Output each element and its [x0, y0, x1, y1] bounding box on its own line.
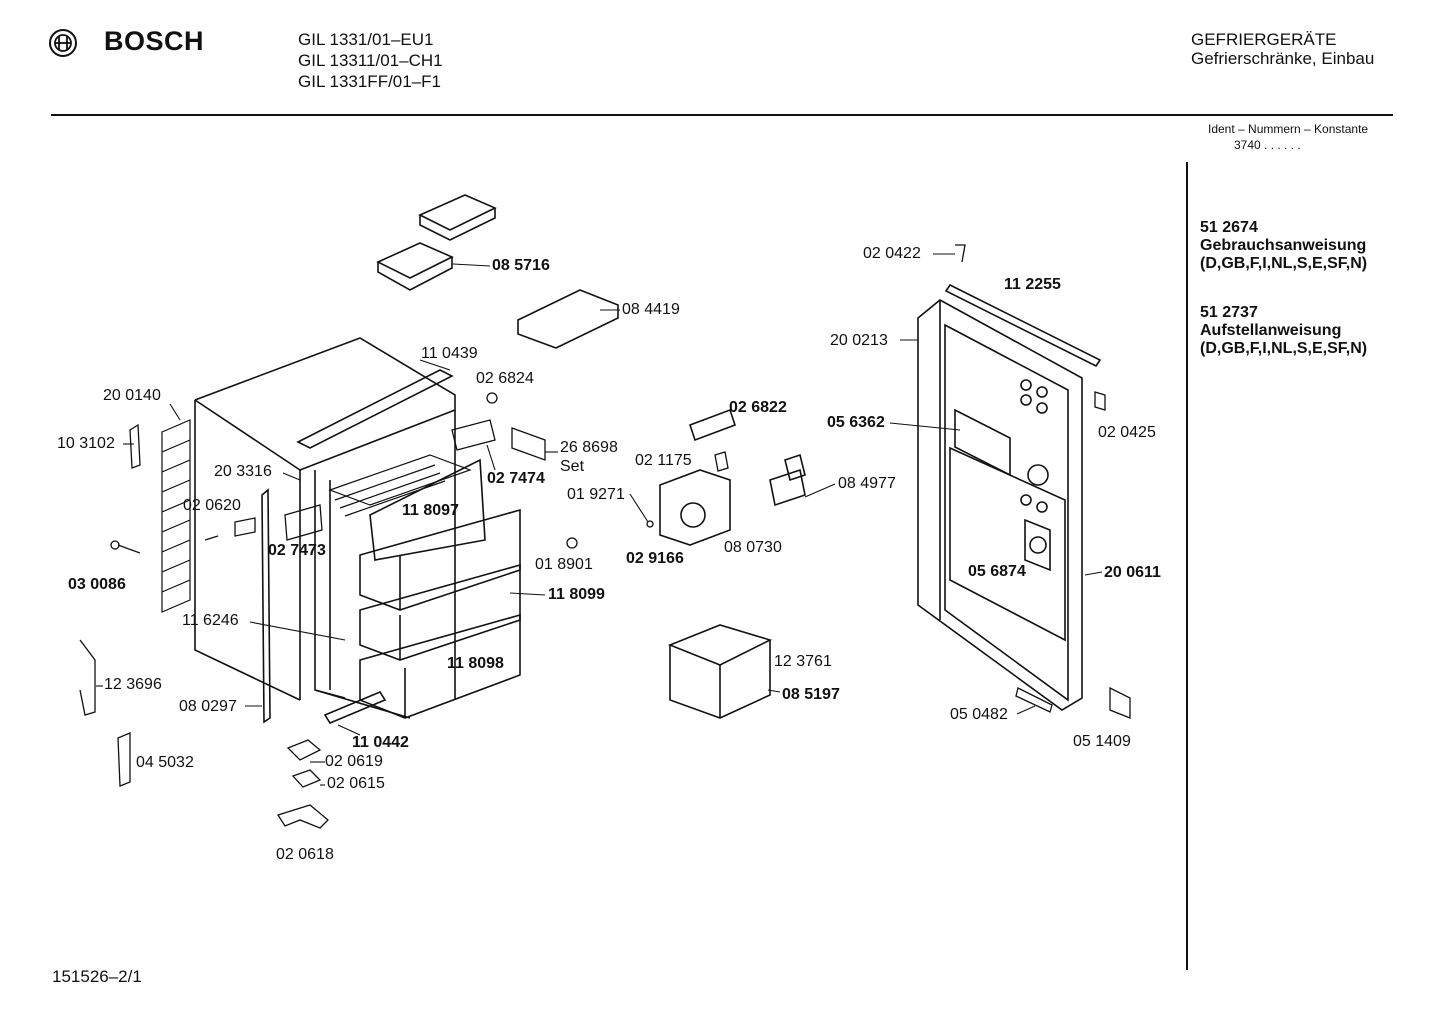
header-divider [51, 114, 1393, 116]
top-strip [296, 369, 454, 449]
leader-lines [96, 253, 1103, 786]
part-label-200611: 20 0611 [1104, 564, 1161, 581]
part-label-029166: 02 9166 [626, 550, 684, 567]
part-label-020422: 02 0422 [863, 245, 921, 262]
lamp [688, 408, 737, 442]
doc-2-languages: (D,GB,F,I,NL,S,E,SF,N) [1200, 340, 1368, 357]
part-label-203316: 20 3316 [214, 463, 272, 480]
sidebar-divider [1186, 162, 1188, 970]
small-hardware [79, 244, 1131, 829]
part-label-084419: 08 4419 [622, 301, 680, 318]
doc-1-number: 51 2674 [1200, 219, 1258, 236]
hinge-strip [944, 283, 1102, 368]
part-label-020615: 02 0615 [327, 775, 385, 792]
condenser-grid [161, 419, 191, 613]
part-label-112255: 11 2255 [1004, 276, 1061, 293]
part-label-027474: 02 7474 [487, 470, 545, 487]
part-label-030086: 03 0086 [68, 576, 126, 593]
part-label-020619: 02 0619 [325, 753, 383, 770]
part-label-123696: 12 3696 [104, 676, 162, 693]
part-label-080297: 08 0297 [179, 698, 237, 715]
part-label-200140: 20 0140 [103, 387, 161, 404]
doc-2-title: Aufstellanweisung [1200, 322, 1342, 339]
doc-1-title: Gebrauchsanweisung [1200, 237, 1367, 254]
part-label-110439: 11 0439 [421, 345, 478, 362]
part-label-123761: 12 3761 [774, 653, 832, 670]
part-label-051409: 05 1409 [1073, 733, 1131, 750]
drawing-number: 151526–2/1 [52, 967, 142, 986]
drawers [359, 458, 521, 719]
part-label-085197: 08 5197 [782, 686, 840, 703]
ident-label: Ident – Nummern – Konstante [1208, 122, 1369, 136]
door-panel [917, 299, 1083, 711]
doc-2-number: 51 2737 [1200, 304, 1258, 321]
part-label-026824: 02 6824 [476, 370, 534, 387]
part-label-268698: 26 8698 [560, 439, 618, 456]
part-label-103102: 10 3102 [57, 435, 115, 452]
part-label-050482: 05 0482 [950, 706, 1008, 723]
model-number-3: GIL 1331FF/01–F1 [298, 72, 442, 91]
part-label-056874: 05 6874 [968, 563, 1026, 580]
part-label-027473: 02 7473 [268, 542, 326, 559]
product-category: GEFRIERGERÄTE [1191, 30, 1337, 49]
part-label-110442: 11 0442 [352, 734, 409, 751]
part-label-056362: 05 6362 [827, 414, 885, 431]
part-label-085716: 08 5716 [492, 257, 550, 274]
part-label-020618: 02 0618 [276, 846, 334, 863]
cover [517, 289, 619, 349]
part-label-200213: 20 0213 [830, 332, 888, 349]
part-label-045032: 04 5032 [136, 754, 194, 771]
part-label-080730: 08 0730 [724, 539, 782, 556]
part-label-118098: 11 8098 [447, 655, 504, 672]
ice-tray [667, 624, 773, 719]
part-label-026822: 02 6822 [729, 399, 787, 416]
part-label-019271: 01 9271 [567, 486, 625, 503]
knob [680, 502, 706, 528]
thermostat [769, 468, 806, 507]
doc-1-languages: (D,GB,F,I,NL,S,E,SF,N) [1200, 255, 1368, 272]
thermostat-box [659, 469, 731, 546]
part-label-018901: 01 8901 [535, 556, 593, 573]
part-label-020620: 02 0620 [183, 497, 241, 514]
product-subcategory: Gefrierschränke, Einbau [1191, 49, 1375, 68]
model-number-2: GIL 13311/01–CH1 [298, 51, 443, 70]
part-label-084977: 08 4977 [838, 475, 896, 492]
part-label-118097: 11 8097 [402, 502, 459, 519]
brand-name: BOSCH [104, 26, 205, 56]
model-number-1: GIL 1331/01–EU1 [298, 30, 434, 49]
ice-packs [376, 194, 497, 291]
part-label-021175: 02 1175 [635, 452, 692, 469]
ident-value: 3740 . . . . . . [1234, 138, 1301, 152]
part-label-116246: 11 6246 [182, 612, 239, 629]
freezer-cabinet [194, 337, 456, 719]
part-label-118099: 11 8099 [548, 586, 605, 603]
seal-strip [261, 488, 271, 724]
base-strip [323, 690, 387, 725]
evaporator [328, 454, 472, 517]
part-label-set: Set [560, 458, 585, 475]
bosch-logo-icon [49, 29, 77, 57]
part-label-020425: 02 0425 [1098, 424, 1156, 441]
